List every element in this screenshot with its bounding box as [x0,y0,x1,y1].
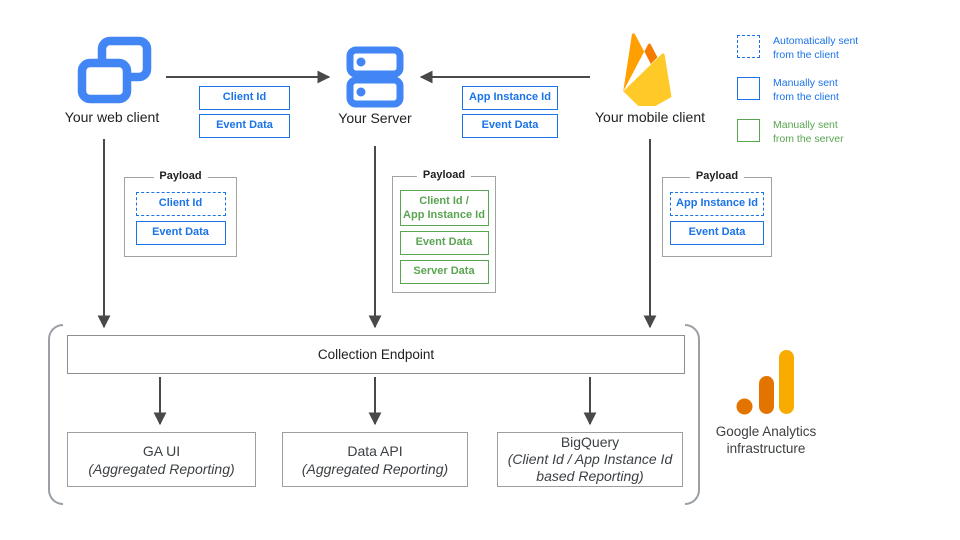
legend: Automatically sent from the client Manua… [737,35,947,160]
google-analytics-icon [736,350,794,415]
solid-green-swatch [737,119,760,142]
payload-server: Payload Client Id / App Instance Id Even… [392,169,496,293]
payload-web-client: Payload Client Id Event Data [124,170,237,257]
chip-app-instance-id: App Instance Id [462,86,558,110]
payload-chip-app-instance-id: App Instance Id [670,192,764,216]
dashed-blue-swatch [737,35,760,58]
bigquery-box: BigQuery (Client Id / App Instance Id ba… [497,432,683,487]
chip-event-data: Event Data [462,114,558,138]
payload-title: Payload [416,169,472,181]
collection-endpoint-box: Collection Endpoint [67,335,685,374]
bigquery-subtitle: (Client Id / App Instance Id based Repor… [507,451,673,484]
bigquery-title: BigQuery [560,434,620,450]
mobile-to-server-chips: App Instance Id Event Data [462,86,558,142]
data-api-title: Data API [347,442,403,459]
payload-chip-event-data: Event Data [670,221,764,245]
legend-item-manual-client: Manually sent from the client [737,77,839,104]
web-client-label: Your web client [64,109,160,125]
payload-chip-client-or-app-instance-id: Client Id / App Instance Id [399,190,489,226]
ga-ui-subtitle: (Aggregated Reporting) [88,460,235,477]
payload-mobile-client: Payload App Instance Id Event Data [662,170,772,257]
server-label: Your Server [338,110,412,126]
infrastructure-bracket-right [685,324,700,505]
legend-item-auto-client: Automatically sent from the client [737,35,858,62]
legend-label: Manually sent from the server [773,119,844,145]
payload-chip-event-data: Event Data [135,221,226,245]
payload-chip-client-id: Client Id [135,192,226,216]
payload-title: Payload [153,170,208,182]
ga-ui-box: GA UI (Aggregated Reporting) [67,432,256,487]
payload-chip-server-data: Server Data [399,260,489,284]
solid-blue-swatch [737,77,760,100]
web-client-icon [77,36,152,104]
ga-ui-title: GA UI [142,442,181,459]
infrastructure-bracket-left [48,324,63,505]
web-to-server-chips: Client Id Event Data [199,86,290,142]
mobile-client-label: Your mobile client [595,109,705,125]
infrastructure-caption: Google Analytics infrastructure [715,424,817,456]
chip-event-data: Event Data [199,114,290,138]
legend-label: Manually sent from the client [773,77,839,103]
data-api-box: Data API (Aggregated Reporting) [282,432,468,487]
legend-label: Automatically sent from the client [773,35,859,61]
payload-chip-event-data: Event Data [399,231,489,255]
server-icon [346,46,404,108]
data-api-subtitle: (Aggregated Reporting) [301,460,449,477]
firebase-icon [623,33,672,106]
legend-item-manual-server: Manually sent from the server [737,119,844,146]
payload-title: Payload [689,170,745,182]
chip-client-id: Client Id [199,86,290,110]
